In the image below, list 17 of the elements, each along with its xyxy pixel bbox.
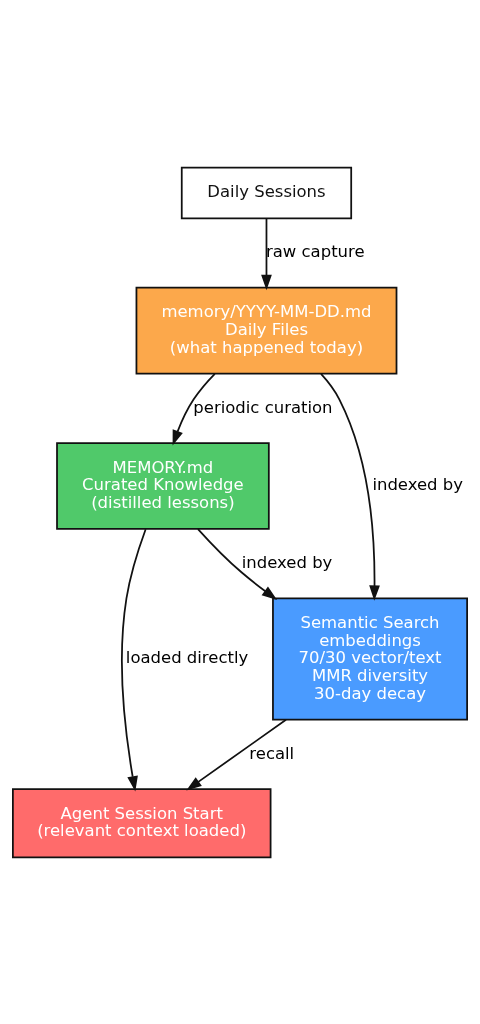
node-box: Agent Session Start (relevant context loaded) (12, 787, 272, 858)
arrow (172, 372, 216, 446)
node-box: memory/YYYY-MM-DD.md Daily Files (what happened today) (135, 286, 398, 375)
node-box: MEMORY.md Curated Knowledge (distilled lessons) (56, 441, 270, 530)
edge-label: indexed by (241, 552, 333, 572)
arrow (186, 718, 287, 790)
arrow (197, 527, 278, 600)
edge-label: periodic curation (193, 397, 333, 417)
edge-label: indexed by (372, 474, 463, 494)
node-box: Daily Sessions (180, 166, 353, 219)
node-box: Semantic Search embeddings 70/30 vector/text MMR diversity 30-day decay (272, 597, 468, 720)
arrow (121, 527, 147, 791)
edge-label: raw capture (266, 241, 365, 261)
arrow (320, 372, 380, 601)
edge-label: loaded directly (125, 647, 249, 667)
arrow (261, 217, 272, 290)
edge-label: recall (249, 743, 295, 763)
